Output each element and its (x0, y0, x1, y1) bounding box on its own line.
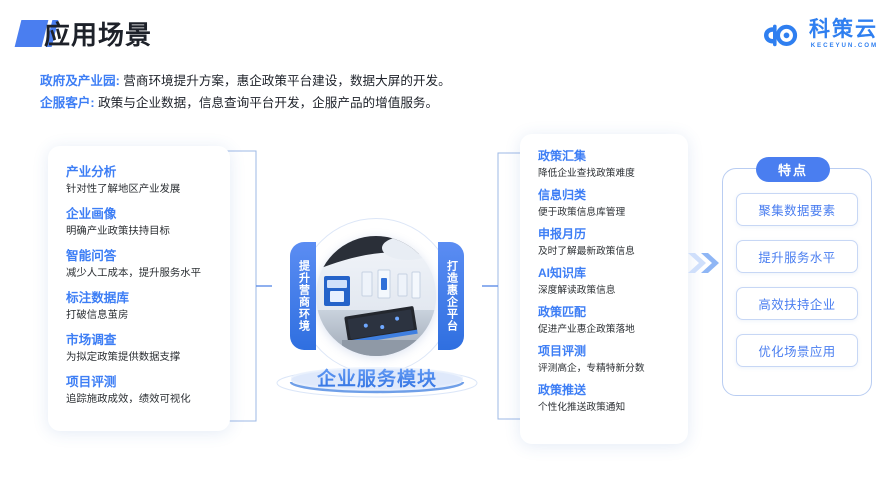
hub-label-right: 打造惠企平台 (438, 242, 464, 350)
item-desc: 追踪施政成效，绩效可视化 (66, 394, 191, 405)
item-desc: 及时了解最新政策信息 (538, 246, 635, 257)
item-desc: 降低企业查找政策难度 (538, 168, 635, 179)
feature-item[interactable]: 优化场景应用 (736, 334, 858, 367)
intro-line: 政府及产业园: 营商环境提升方案，惠企政策平台建设，数据大屏的开发。 (40, 70, 451, 92)
capability-card-mid: 政策汇集 降低企业查找政策难度 信息归类 便于政策信息库管理 申报月历 及时了解… (520, 134, 688, 444)
item-desc: 打破信息茧房 (66, 310, 129, 321)
list-item: 政策匹配 促进产业惠企政策落地 (538, 304, 674, 337)
hub-label-left: 提升营商环境 (290, 242, 316, 350)
double-chevron-right-icon (688, 253, 719, 273)
list-item: 申报月历 及时了解最新政策信息 (538, 226, 674, 259)
intro-block: 政府及产业园: 营商环境提升方案，惠企政策平台建设，数据大屏的开发。 企服客户:… (40, 70, 451, 114)
list-item: 政策汇集 降低企业查找政策难度 (538, 148, 674, 181)
features-badge: 特点 (756, 157, 830, 182)
list-item: 项目评测 评测高企，专精特新分数 (538, 343, 674, 376)
item-title: 项目评测 (538, 344, 587, 358)
list-item: 项目评测 追踪施政成效，绩效可视化 (66, 374, 214, 407)
item-desc: 为拟定政策提供数据支撑 (66, 352, 181, 363)
logo-name-cn: 科策云 (809, 18, 878, 41)
item-title: 政策匹配 (538, 305, 587, 319)
item-desc: 评测高企，专精特新分数 (538, 363, 645, 374)
item-desc: 深度解读政策信息 (538, 285, 616, 296)
intro-key: 政府及产业园: (40, 74, 120, 88)
center-hub: 提升营商环境 打造惠企平台 企业服务模块 (268, 212, 486, 402)
item-title: 信息归类 (538, 188, 587, 202)
left-bracket-connector (227, 150, 272, 422)
hub-base-ellipse (276, 367, 478, 398)
right-bracket-connector (482, 152, 525, 420)
item-title: 企业画像 (66, 207, 117, 221)
list-item: AI知识库 深度解读政策信息 (538, 265, 674, 298)
item-title: 申报月历 (538, 227, 587, 241)
slide-header: 应用场景 科策云 KECEYUN.COM (0, 0, 892, 66)
intro-key: 企服客户: (40, 96, 95, 110)
features-list: 聚集数据要素 提升服务水平 高效扶持企业 优化场景应用 (736, 193, 858, 367)
capability-card-left: 产业分析 针对性了解地区产业发展 企业画像 明确产业政策扶持目标 智能问答 减少… (48, 146, 230, 431)
cloud-logo-icon (764, 24, 798, 46)
item-title: AI知识库 (538, 266, 587, 280)
item-title: 智能问答 (66, 249, 117, 263)
brand-logo: 科策云 KECEYUN.COM (762, 19, 878, 49)
hub-photo (316, 236, 436, 356)
item-title: 政策推送 (538, 383, 587, 397)
item-desc: 便于政策信息库管理 (538, 207, 626, 218)
intro-line: 企服客户: 政策与企业数据，信息查询平台开发，企服产品的增值服务。 (40, 92, 451, 114)
item-desc: 促进产业惠企政策落地 (538, 324, 635, 335)
feature-item[interactable]: 聚集数据要素 (736, 193, 858, 226)
intro-text: 营商环境提升方案，惠企政策平台建设，数据大屏的开发。 (119, 74, 451, 88)
page-title: 应用场景 (44, 20, 153, 50)
item-desc: 个性化推送政策通知 (538, 402, 626, 413)
feature-item[interactable]: 提升服务水平 (736, 240, 858, 273)
hub-title: 企业服务模块 (268, 364, 486, 391)
intro-text: 政策与企业数据，信息查询平台开发，企服产品的增值服务。 (94, 96, 439, 110)
list-item: 市场调查 为拟定政策提供数据支撑 (66, 332, 214, 365)
item-desc: 减少人工成本，提升服务水平 (66, 268, 202, 279)
list-item: 标注数据库 打破信息茧房 (66, 290, 214, 323)
item-title: 政策汇集 (538, 149, 587, 163)
item-desc: 明确产业政策扶持目标 (66, 226, 170, 237)
list-item: 政策推送 个性化推送政策通知 (538, 382, 674, 415)
list-item: 智能问答 减少人工成本，提升服务水平 (66, 248, 214, 281)
feature-item[interactable]: 高效扶持企业 (736, 287, 858, 320)
list-item: 企业画像 明确产业政策扶持目标 (66, 206, 214, 239)
list-item: 信息归类 便于政策信息库管理 (538, 187, 674, 220)
item-title: 产业分析 (66, 165, 117, 179)
item-desc: 针对性了解地区产业发展 (66, 184, 181, 195)
logo-name-en: KECEYUN.COM (810, 42, 878, 49)
item-title: 标注数据库 (66, 291, 129, 305)
item-title: 市场调查 (66, 333, 117, 347)
list-item: 产业分析 针对性了解地区产业发展 (66, 164, 214, 197)
item-title: 项目评测 (66, 375, 117, 389)
